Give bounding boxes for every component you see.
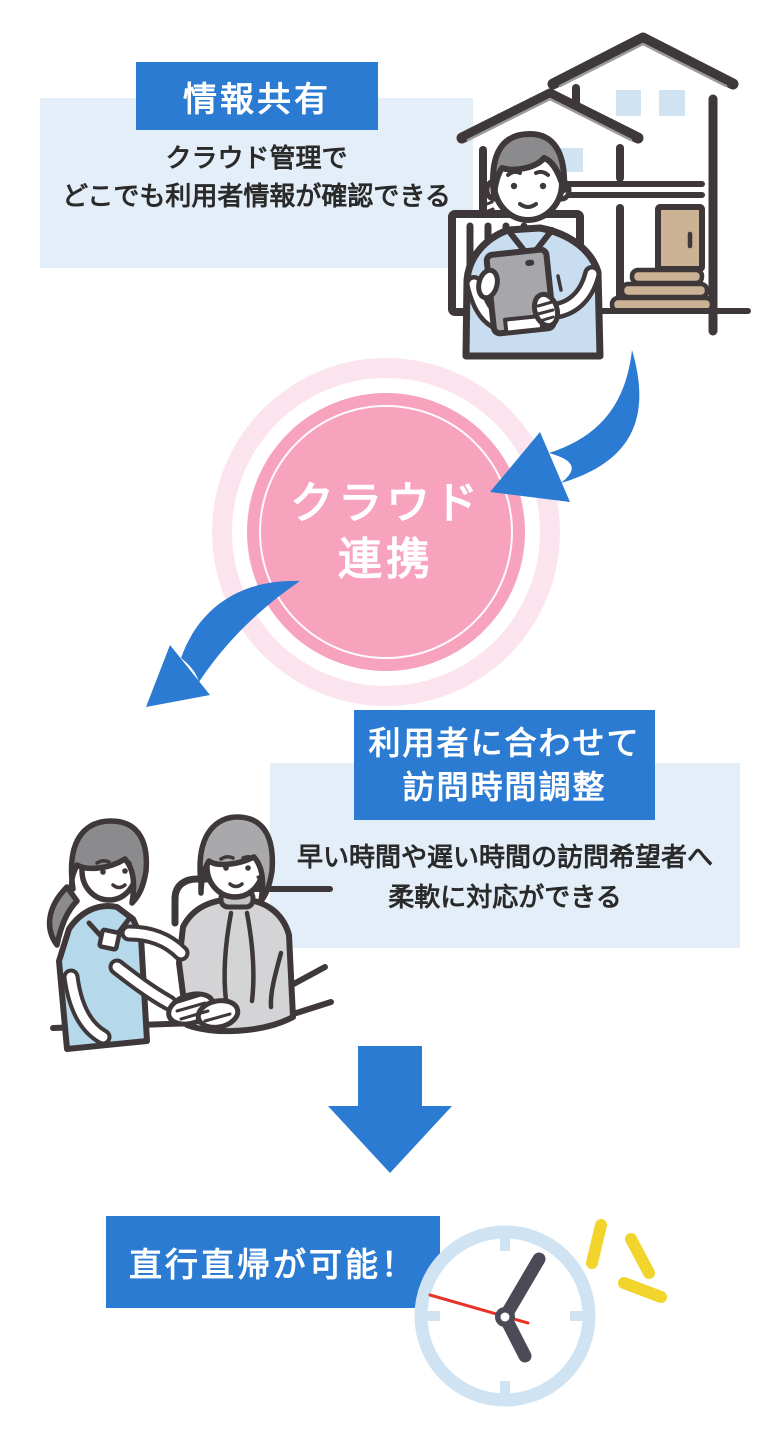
direct-return-badge-label: 直行直帰が可能！ xyxy=(129,1248,417,1284)
direct-return-badge: 直行直帰が可能！ xyxy=(106,1216,440,1308)
info-share-desc-line1: クラウド管理で xyxy=(165,144,348,173)
cloud-link-inner-ring xyxy=(259,405,513,659)
curved-arrow-right-icon xyxy=(490,350,640,502)
down-arrow-icon xyxy=(328,1046,452,1173)
cloud-link-line1: クラウド xyxy=(290,479,482,528)
clock-icon xyxy=(414,1219,667,1407)
visit-time-desc-line1: 早い時間や遅い時間の訪問希望者へ xyxy=(296,843,713,872)
clock-face xyxy=(414,1225,596,1407)
info-share-description: クラウド管理で どこでも利用者情報が確認できる xyxy=(40,140,473,216)
emphasis-sparks-icon xyxy=(586,1219,667,1303)
caregiver-holding-hands-with-elderly-illustration xyxy=(46,814,334,1052)
info-share-desc-line2: どこでも利用者情報が確認できる xyxy=(62,182,451,211)
visit-time-desc-line2: 柔軟に対応ができる xyxy=(388,883,622,912)
visit-time-badge-line1: 利用者に合わせて xyxy=(368,725,641,761)
cloud-link-label: クラウド 連携 xyxy=(247,393,525,671)
cloud-link-line2: 連携 xyxy=(338,535,434,584)
curved-arrow-left-icon xyxy=(146,580,300,707)
worker-with-tablet-and-house-illustration xyxy=(448,32,751,360)
visit-time-badge-line2: 訪問時間調整 xyxy=(402,769,607,805)
visit-time-badge: 利用者に合わせて 訪問時間調整 xyxy=(354,710,655,820)
info-share-badge-label: 情報共有 xyxy=(183,81,331,119)
info-share-badge: 情報共有 xyxy=(136,62,378,130)
visit-time-description: 早い時間や遅い時間の訪問希望者へ 柔軟に対応ができる xyxy=(270,838,740,918)
